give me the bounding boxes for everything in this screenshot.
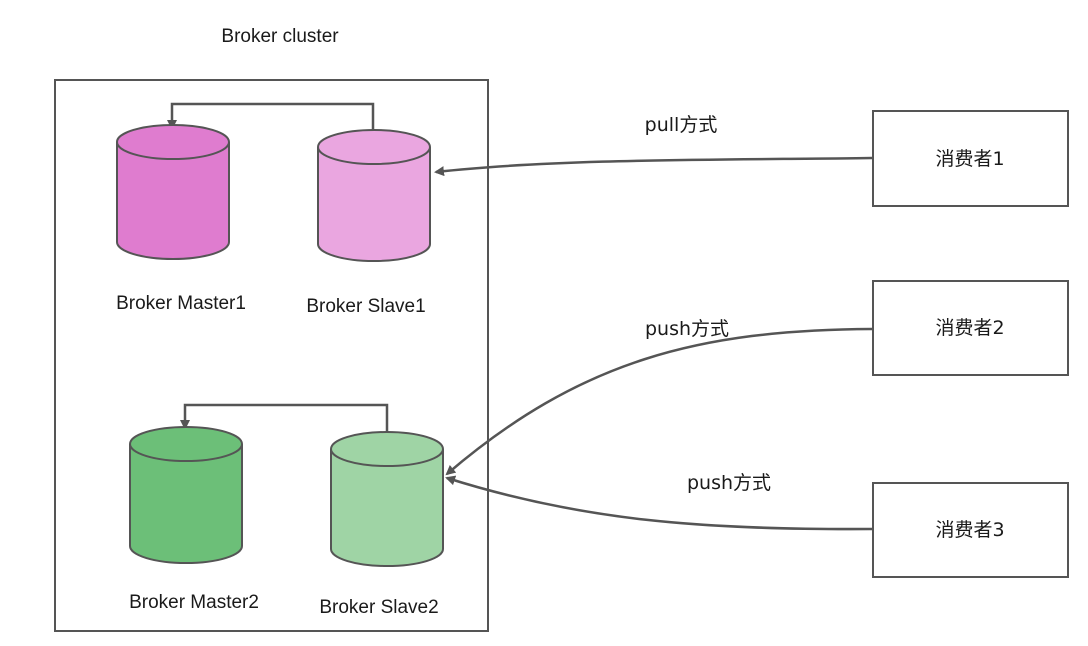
consumer1-label: 消费者1 [935, 148, 1004, 170]
consumer3-box [872, 482, 1069, 578]
edge-label-push-3: push方式 [687, 472, 771, 494]
replication-arrow-1 [167, 102, 375, 130]
broker-master1-label: Broker Master1 [116, 293, 246, 314]
consumer1-box [872, 110, 1069, 207]
edge-label-push-2: push方式 [645, 318, 729, 340]
edge-consumer2-to-slave2 [445, 327, 873, 476]
broker-master1-cylinder [116, 124, 230, 260]
consumer2-label: 消费者2 [935, 317, 1004, 339]
broker-slave1-label: Broker Slave1 [306, 296, 425, 317]
broker-master2-cylinder [129, 426, 243, 564]
edge-label-pull: pull方式 [645, 114, 718, 136]
cluster-title: Broker cluster [221, 26, 339, 47]
broker-master2-label: Broker Master2 [129, 592, 259, 613]
broker-slave2-label: Broker Slave2 [319, 597, 438, 618]
broker-slave1-cylinder [317, 129, 431, 262]
edge-consumer3-to-slave2 [445, 475, 873, 531]
broker-cluster-box [54, 79, 489, 632]
replication-arrow-2 [180, 403, 389, 433]
consumer3-label: 消费者3 [935, 519, 1004, 541]
edge-consumer1-to-slave1 [434, 156, 873, 177]
consumer2-box [872, 280, 1069, 376]
broker-slave2-cylinder [330, 431, 444, 567]
